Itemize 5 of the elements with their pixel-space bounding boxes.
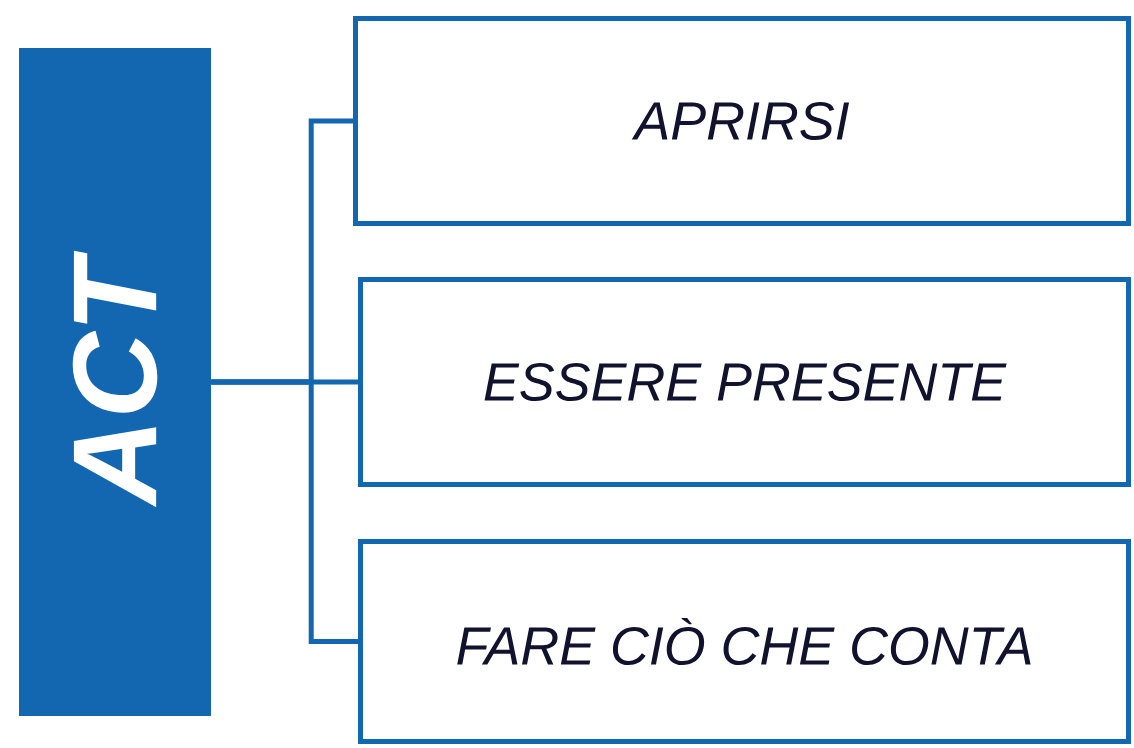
connector-line [211, 379, 358, 644]
item-box: FARE CIÒ CHE CONTA [358, 539, 1131, 744]
item-box: APRIRSI [353, 16, 1131, 226]
item-box: ESSERE PRESENTE [358, 277, 1131, 487]
label-bar: ACT [19, 48, 211, 716]
